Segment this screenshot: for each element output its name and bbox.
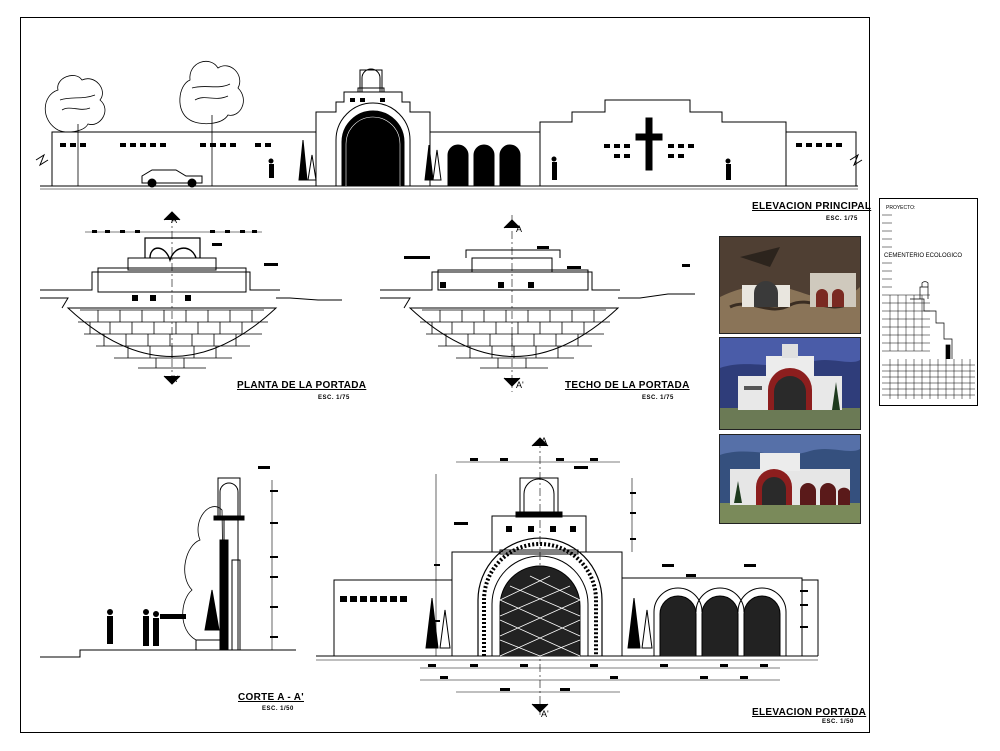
gate-elevation-scale: ESC. 1/50 (822, 719, 854, 725)
main-elevation-scale: ESC. 1/75 (826, 216, 858, 222)
roof-title: TECHO DE LA PORTADA (565, 380, 690, 391)
section-drawing (40, 466, 296, 658)
roof-scale: ESC. 1/75 (642, 395, 674, 401)
sheet-border (20, 17, 870, 733)
photo-gate-side (719, 434, 861, 524)
photo-gate-rocks (719, 236, 861, 334)
plan-title: PLANTA DE LA PORTADA (237, 380, 367, 391)
title-block: PROYECTO: CEMENTERIO ECOLOGICO (879, 198, 978, 406)
roof-drawing (380, 215, 695, 392)
roof-section-mark-top: A (516, 224, 523, 234)
section-scale: ESC. 1/50 (262, 706, 294, 712)
main-elevation-title: ELEVACION PRINCIPAL (752, 201, 872, 212)
main-elevation-drawing (35, 60, 863, 190)
roof-section-mark-bottom: A' (516, 380, 524, 390)
gate-elevation-drawing (316, 437, 819, 715)
plan-section-mark-top: A (171, 215, 178, 225)
title-block-grid (882, 214, 975, 399)
section-title: CORTE A - A' (238, 692, 304, 703)
plan-scale: ESC. 1/75 (318, 395, 350, 401)
title-block-project: CEMENTERIO ECOLOGICO (884, 253, 963, 259)
gate-elevation-title: ELEVACION PORTADA (752, 707, 867, 718)
title-block-label: PROYECTO: (886, 205, 916, 211)
gate-section-mark-bottom: A' (541, 709, 549, 719)
plan-section-mark-bottom: A' (171, 374, 179, 384)
gate-section-mark-top: A (541, 436, 548, 446)
photo-gate-front (719, 337, 861, 430)
plan-drawing (40, 211, 342, 385)
